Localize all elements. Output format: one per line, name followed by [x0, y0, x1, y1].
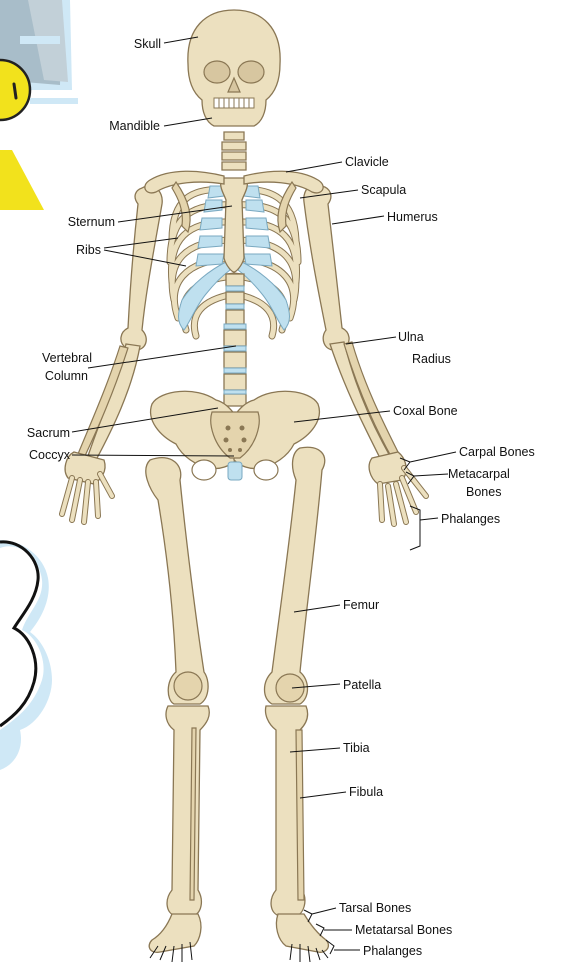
right-leg — [265, 447, 329, 962]
sun-icon — [0, 0, 78, 210]
skeleton — [62, 10, 426, 962]
label-phalanges-foot: Phalanges — [363, 944, 422, 958]
label-metacarpal-bones-line2: Bones — [466, 485, 501, 499]
label-phalanges-hand: Phalanges — [441, 512, 500, 526]
label-coccyx: Coccyx — [29, 448, 71, 462]
label-clavicle: Clavicle — [345, 155, 389, 169]
label-fibula: Fibula — [349, 785, 383, 799]
label-patella: Patella — [343, 678, 381, 692]
label-vertebral-column-line1: Vertebral — [42, 351, 92, 365]
label-sternum: Sternum — [68, 215, 115, 229]
label-carpal-bones: Carpal Bones — [459, 445, 535, 459]
label-vertebral-column-line2: Column — [45, 369, 88, 383]
label-tarsal-bones: Tarsal Bones — [339, 901, 411, 915]
label-ribs: Ribs — [76, 243, 101, 257]
skull — [188, 10, 280, 126]
label-coxal-bone: Coxal Bone — [393, 404, 458, 418]
label-tibia: Tibia — [343, 741, 370, 755]
left-leg — [146, 458, 209, 962]
label-skull: Skull — [134, 37, 161, 51]
label-radius: Radius — [412, 352, 451, 366]
label-metatarsal-bones: Metatarsal Bones — [355, 923, 452, 937]
cloud-icon — [0, 540, 52, 770]
label-metacarpal-bones-line1: Metacarpal — [448, 467, 510, 481]
label-femur: Femur — [343, 598, 379, 612]
label-humerus: Humerus — [387, 210, 438, 224]
label-scapula: Scapula — [361, 183, 406, 197]
label-mandible: Mandible — [109, 119, 160, 133]
label-sacrum: Sacrum — [27, 426, 70, 440]
label-ulna: Ulna — [398, 330, 424, 344]
